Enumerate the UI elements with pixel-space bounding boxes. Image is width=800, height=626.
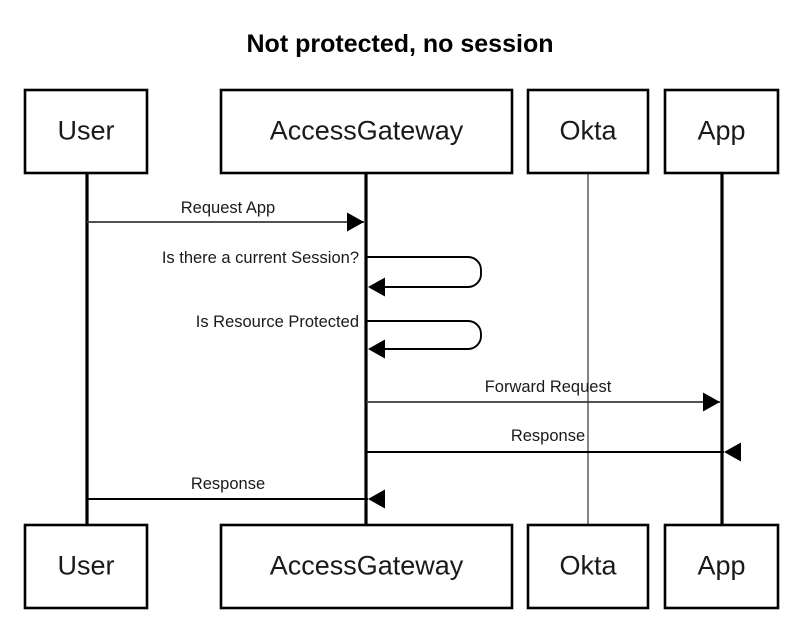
participant-label-user: User (57, 551, 114, 581)
message-label-m1: Request App (181, 199, 276, 217)
message-m2: Is there a current Session? (162, 249, 482, 297)
participant-box-okta (526, 523, 650, 610)
messages-layer: Request App Is there a current Session? Is… (87, 199, 741, 509)
participant-label-okta: Okta (559, 551, 617, 581)
message-m3: Is Resource Protected (196, 313, 482, 359)
participant-box-app (663, 88, 780, 175)
arrow-head-m5 (724, 442, 741, 462)
message-m5: Response (366, 427, 741, 462)
self-loop-path-m3 (366, 320, 482, 350)
diagram-title: Not protected, no session (247, 30, 554, 58)
participant-footer-user: User (23, 523, 149, 610)
participant-label-app: App (697, 116, 745, 146)
participant-label-user: User (57, 116, 114, 146)
message-label-m4: Forward Request (485, 378, 612, 396)
participant-footer-app: App (663, 523, 780, 610)
arrow-head-m1 (347, 212, 364, 232)
participant-box-user (23, 523, 149, 610)
arrow-head-m6 (368, 489, 385, 509)
participant-label-app: App (697, 551, 745, 581)
participant-header-okta: Okta (526, 88, 650, 175)
participant-label-accessgateway: AccessGateway (270, 116, 464, 146)
participant-label-accessgateway: AccessGateway (270, 551, 464, 581)
arrow-head-m4 (703, 392, 720, 412)
message-label-m2: Is there a current Session? (162, 249, 359, 267)
participant-header-user: User (23, 88, 149, 175)
message-m1: Request App (87, 199, 364, 232)
arrow-head-m2 (368, 277, 385, 297)
participant-footer-okta: Okta (526, 523, 650, 610)
self-loop-path-m2 (366, 256, 482, 288)
participant-box-accessgateway (219, 88, 514, 175)
participant-box-okta (526, 88, 650, 175)
participant-header-accessgateway: AccessGateway (219, 88, 514, 175)
participant-header-app: App (663, 88, 780, 175)
message-label-m3: Is Resource Protected (196, 313, 359, 331)
participant-footer-accessgateway: AccessGateway (219, 523, 514, 610)
participant-box-user (23, 88, 149, 175)
participant-box-accessgateway (219, 523, 514, 610)
participant-label-okta: Okta (559, 116, 617, 146)
message-m6: Response (87, 475, 385, 509)
message-m4: Forward Request (366, 378, 720, 412)
arrow-head-m3 (368, 339, 385, 359)
participant-box-app (663, 523, 780, 610)
message-label-m6: Response (191, 475, 265, 493)
lifelines-layer (85, 173, 724, 525)
message-label-m5: Response (511, 427, 585, 445)
